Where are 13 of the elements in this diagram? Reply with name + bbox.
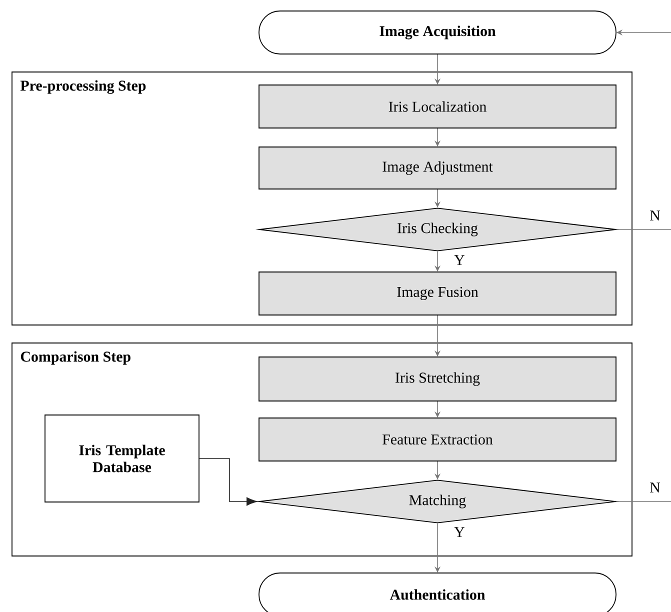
arrow — [199, 458, 258, 506]
edge-label: Y — [453, 254, 466, 266]
edge-label: N — [648, 482, 662, 494]
edge-label: N — [648, 210, 662, 222]
process-box: Iris Stretching — [258, 356, 616, 402]
process-box: Feature Extraction — [258, 418, 616, 462]
process-box: Image Adjustment — [258, 146, 616, 190]
terminal-box: Authentication — [258, 572, 616, 612]
process-box: Iris Localization — [258, 84, 616, 128]
database-box: Iris Template Database — [44, 414, 200, 502]
process-box: Image Fusion — [258, 272, 616, 316]
edge-label: Y — [453, 526, 466, 538]
terminal-box: Image Acquisition — [258, 10, 616, 54]
